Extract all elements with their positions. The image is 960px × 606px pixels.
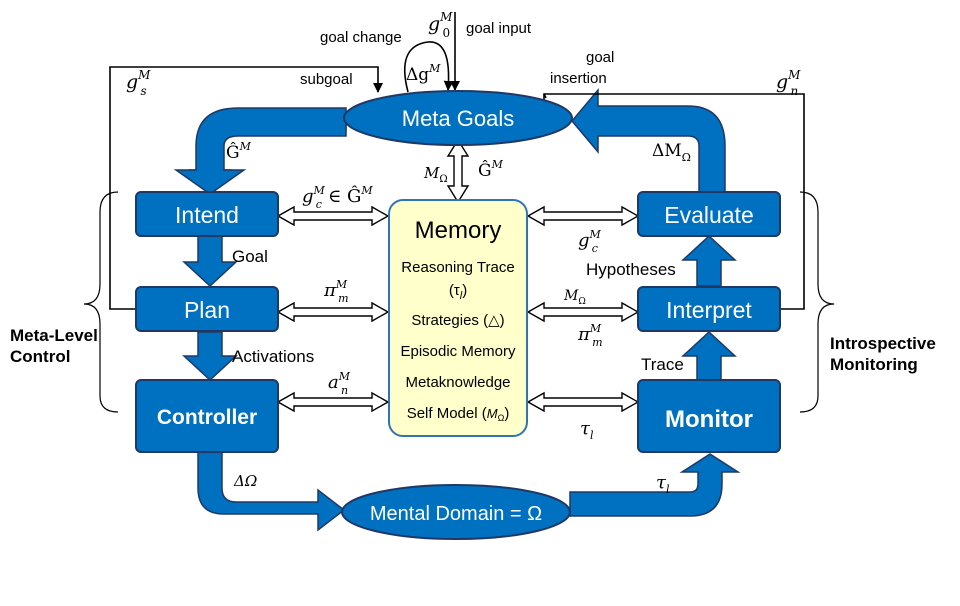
goal-input-label: goal input <box>466 20 532 37</box>
double-arrow-memory-evaluate <box>526 205 640 227</box>
delta-M-omega-label: ΔMΩ <box>652 141 691 164</box>
subgoal-line <box>109 66 383 310</box>
double-arrow-intend-memory <box>276 205 390 227</box>
mental-domain-label: Mental Domain = Ω <box>370 503 542 525</box>
memory-item-reasoning-trace: Reasoning Trace <box>401 259 514 276</box>
goal-insertion-label-2: insertion <box>550 70 607 87</box>
goal-change-label: goal change <box>320 29 402 46</box>
goal-insertion-line <box>543 93 805 310</box>
delta-omega-label: ΔΩ <box>233 472 257 490</box>
double-arrow-plan-memory <box>276 301 390 323</box>
memory-title: Memory <box>415 217 502 244</box>
mental-domain-node <box>341 484 571 540</box>
plan-node <box>135 286 279 332</box>
flow-arrow-metagoals-intend-body <box>173 107 347 195</box>
goal-insertion-label-1: goal <box>586 49 614 66</box>
plan-label: Plan <box>184 297 230 323</box>
tau-l-domain-label: τl <box>656 472 670 496</box>
memory-box <box>388 199 528 437</box>
introspective-label-1: Introspective <box>830 334 936 353</box>
goal-label: Goal <box>232 247 268 266</box>
memory-item-strategies: Strategies (△) <box>411 312 504 329</box>
interpret-node <box>637 286 781 332</box>
G-hat-center-label: ĜM <box>478 158 504 181</box>
controller-label: Controller <box>157 406 257 429</box>
flow-arrow-plan-controller <box>182 331 238 382</box>
introspective-label-2: Monitoring <box>830 355 918 374</box>
flow-arrow-intend-plan <box>182 235 238 288</box>
tau-l-memory-label: τl <box>580 418 594 442</box>
meta-goals-node <box>343 90 573 146</box>
trace-label: Trace <box>641 355 684 374</box>
goal-insertion-tail <box>543 93 547 99</box>
intend-node <box>135 191 279 237</box>
evaluate-label: Evaluate <box>664 202 754 228</box>
evaluate-node <box>637 191 781 237</box>
delta-gM-label: ΔgM <box>406 62 441 85</box>
meta-level-label-1: Meta-Level <box>10 326 98 345</box>
right-brace <box>799 191 835 413</box>
left-brace <box>83 191 119 413</box>
hypotheses-label: Hypotheses <box>586 260 676 279</box>
flow-arrow-domain-monitor <box>569 453 741 517</box>
flow-arrow-interpret-evaluate <box>681 234 737 287</box>
flow-arrow-monitor-interpret <box>681 330 737 381</box>
intend-label: Intend <box>175 202 239 228</box>
interpret-label: Interpret <box>666 297 752 323</box>
activations-label: Activations <box>232 347 314 366</box>
double-arrow-metagoals-memory <box>446 138 470 204</box>
M-omega-right-label: MΩ <box>563 288 586 307</box>
meta-goals-label: Meta Goals <box>402 106 515 131</box>
double-arrow-memory-monitor <box>526 391 640 413</box>
memory-item-episodic: Episodic Memory <box>400 343 516 360</box>
memory-item-reasoning-symbol: (τl) <box>449 282 467 302</box>
double-arrow-controller-memory <box>276 391 390 413</box>
goal-change-loop <box>404 41 454 93</box>
G-hat-left-label: ĜM <box>226 140 252 163</box>
M-omega-center-label: MΩ <box>423 164 448 185</box>
memory-item-metaknowledge: Metaknowledge <box>405 374 510 391</box>
monitor-node <box>637 379 781 453</box>
monitor-label: Monitor <box>665 406 753 433</box>
flow-arrow-evaluate-metagoals <box>571 87 726 193</box>
flow-arrow-controller-domain <box>197 451 346 532</box>
controller-node <box>135 379 279 453</box>
memory-item-self-model: Self Model (MΩ) <box>407 405 510 423</box>
meta-level-label-2: Control <box>10 347 70 366</box>
subgoal-label: subgoal <box>300 71 353 88</box>
